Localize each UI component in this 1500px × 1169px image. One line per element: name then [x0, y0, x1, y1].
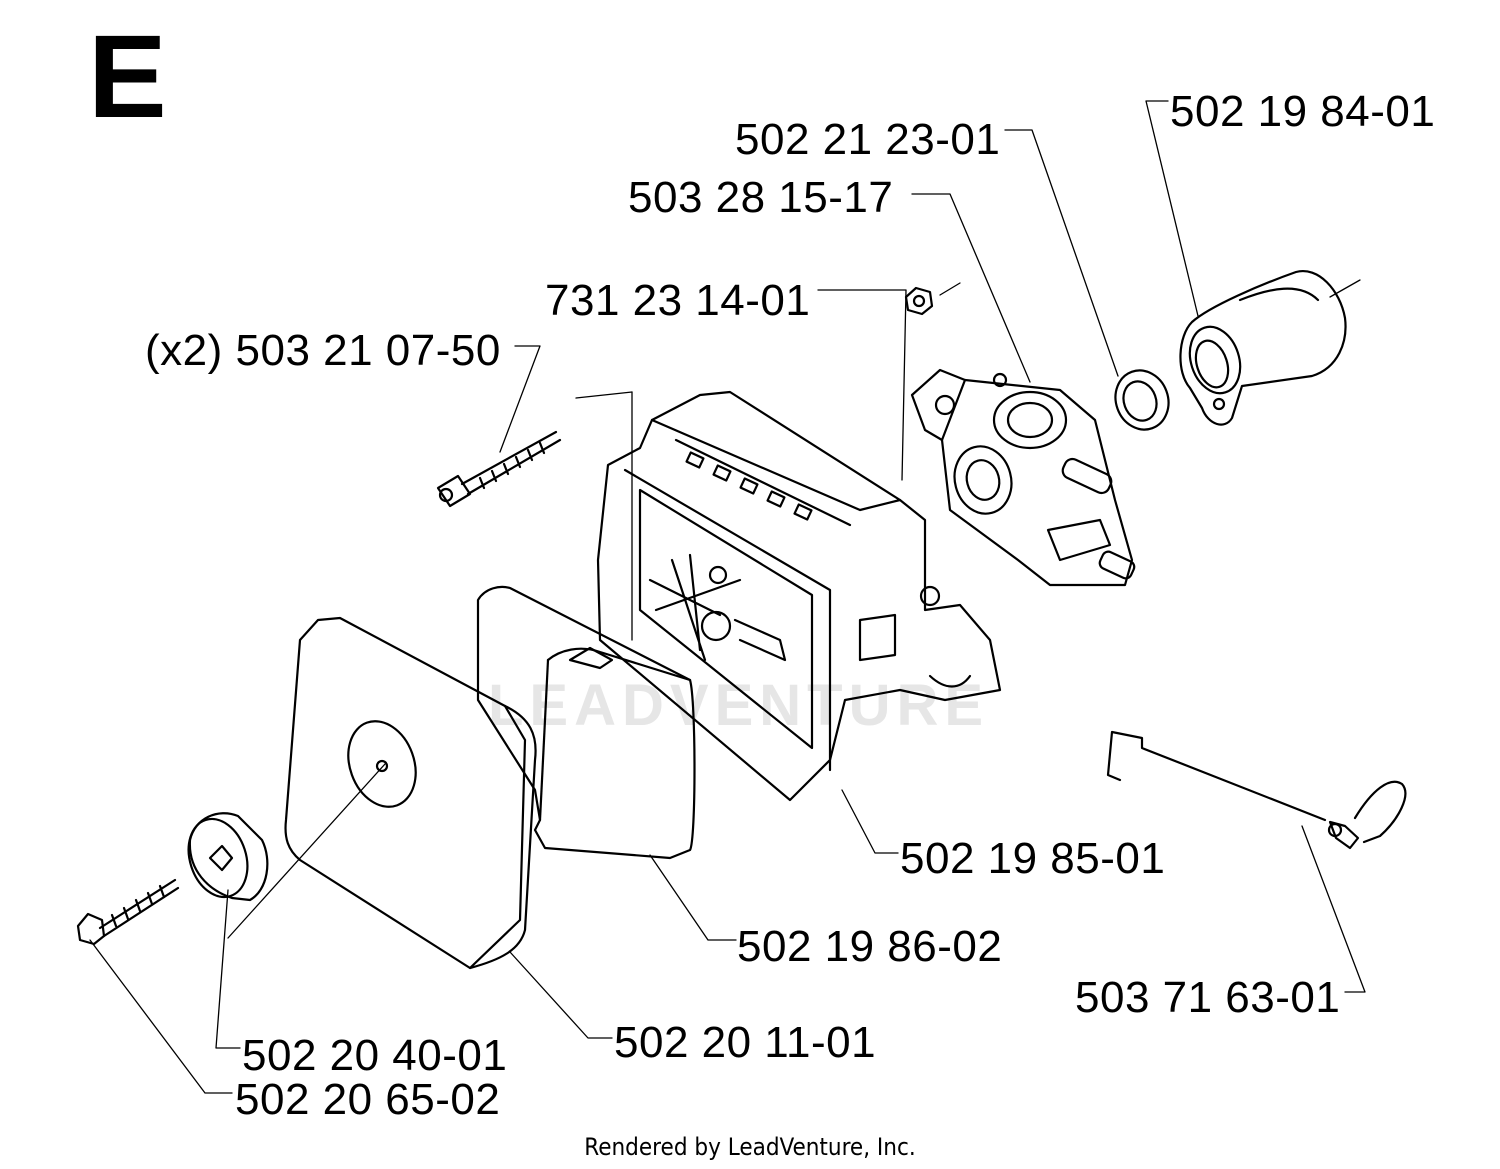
carburetor-drawing: [910, 368, 1136, 587]
nut-drawing: [904, 286, 934, 316]
leader-lines: [89, 100, 1366, 1094]
part-label-502-19-85-01: 502 19 85-01: [900, 834, 1166, 883]
part-label-503-28-15-17: 503 28 15-17: [628, 173, 894, 222]
part-label-502-20-11-01: 502 20 11-01: [614, 1018, 877, 1067]
part-label-502-20-65-02: 502 20 65-02: [235, 1075, 501, 1124]
bolt-drawing: [76, 878, 180, 946]
part-label-503-21-07-50: (x2) 503 21 07-50: [145, 326, 501, 375]
gasket-ring-drawing: [1114, 369, 1170, 431]
filter-element-drawing: [476, 585, 696, 860]
part-label-502-19-86-02: 502 19 86-02: [737, 922, 1003, 971]
knob-drawing: [187, 812, 269, 902]
part-label-502-21-23-01: 502 21 23-01: [735, 115, 1001, 164]
part-label-503-71-63-01: 503 71 63-01: [1075, 973, 1341, 1022]
intake-elbow-drawing: [1179, 269, 1347, 426]
part-label-731-23-14-01: 731 23 14-01: [545, 276, 811, 325]
choke-rod-drawing: [1106, 730, 1407, 850]
part-label-502-19-84-01: 502 19 84-01: [1170, 87, 1436, 136]
watermark-text: LEADVENTURE: [488, 673, 990, 738]
filter-cover-drawing: [284, 616, 537, 970]
filter-housing-drawing: [596, 390, 1002, 802]
part-label-502-20-40-01: 502 20 40-01: [242, 1031, 508, 1080]
footer-credit: Rendered by LeadVenture, Inc.: [584, 1133, 916, 1161]
mounting-screw-drawing: [436, 430, 562, 508]
section-letter: E: [88, 11, 167, 143]
